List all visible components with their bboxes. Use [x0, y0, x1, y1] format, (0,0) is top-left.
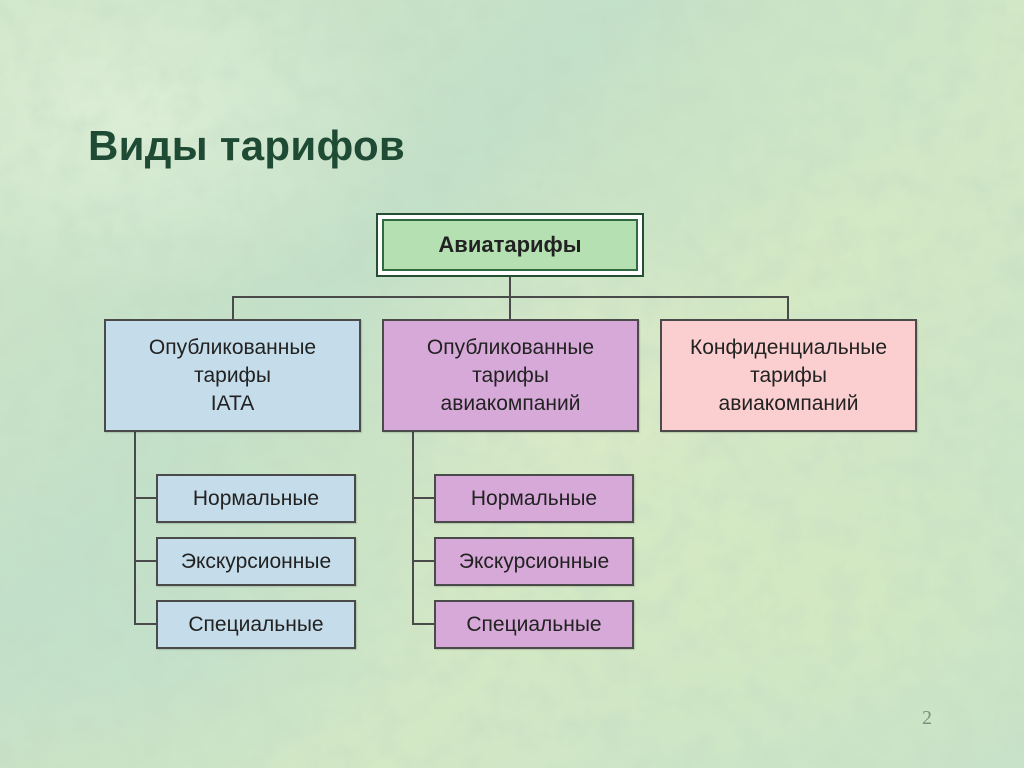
root-node: Авиатарифы: [376, 213, 644, 277]
branch-node-label: Конфиденциальные тарифы авиакомпаний: [689, 335, 888, 415]
branch-1-spine-line: [134, 431, 136, 625]
child-node-label: Специальные: [188, 612, 324, 636]
branch-drop-line-1: [232, 296, 234, 320]
branch-node-airline-published: Опубликованные тарифы авиакомпаний: [382, 319, 639, 432]
branch-node-confidential: Конфиденциальные тарифы авиакомпаний: [660, 319, 917, 432]
branch-node-iata: Опубликованные тарифы IATA: [104, 319, 361, 432]
branch-2-tick-2: [412, 560, 435, 562]
branch-node-label: Опубликованные тарифы авиакомпаний: [426, 335, 595, 415]
child-node-label: Экскурсионные: [458, 549, 610, 573]
branch-1-tick-2: [134, 560, 157, 562]
root-stem-line: [509, 277, 511, 298]
child-node-label: Специальные: [466, 612, 602, 636]
branch-drop-line-2: [509, 296, 511, 320]
child-node-airline-normal: Нормальные: [434, 474, 634, 523]
child-node-iata-excursion: Экскурсионные: [156, 537, 356, 586]
root-node-label: Авиатарифы: [382, 219, 638, 271]
branch-2-tick-1: [412, 497, 435, 499]
child-node-label: Нормальные: [192, 486, 320, 510]
branch-drop-line-3: [787, 296, 789, 320]
branch-1-tick-3: [134, 623, 157, 625]
slide-title: Виды тарифов: [88, 122, 406, 169]
child-node-label: Экскурсионные: [180, 549, 332, 573]
branch-2-tick-3: [412, 623, 435, 625]
child-node-airline-special: Специальные: [434, 600, 634, 649]
child-node-airline-excursion: Экскурсионные: [434, 537, 634, 586]
page-number: 2: [922, 707, 932, 729]
child-node-iata-special: Специальные: [156, 600, 356, 649]
branch-1-tick-1: [134, 497, 157, 499]
branch-2-spine-line: [412, 431, 414, 625]
child-node-iata-normal: Нормальные: [156, 474, 356, 523]
child-node-label: Нормальные: [470, 486, 598, 510]
branch-node-label: Опубликованные тарифы IATA: [148, 335, 317, 415]
